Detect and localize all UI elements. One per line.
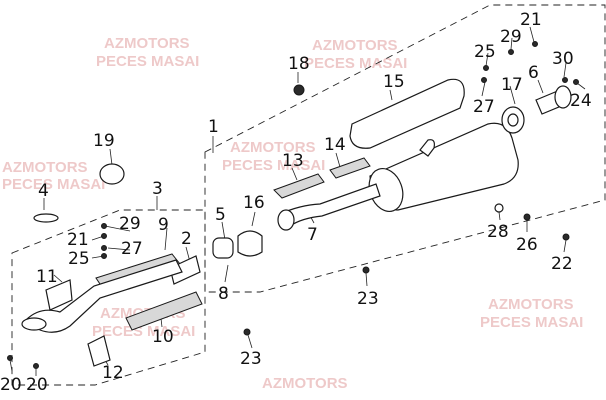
callout-27a: 27 <box>121 239 143 259</box>
callout-14: 14 <box>324 135 346 155</box>
pipe-end-2 <box>169 255 201 285</box>
callout-20a: 20 <box>0 375 22 395</box>
watermark-line2: PECES MASAI <box>222 157 325 174</box>
header-pipe-3 <box>25 259 183 333</box>
nut-27-right <box>481 77 487 83</box>
callout-11: 11 <box>36 267 58 287</box>
assembly-3-outline <box>11 209 206 386</box>
heat-shield-10 <box>125 291 203 331</box>
callout-21a: 21 <box>67 230 89 250</box>
bolt-21-left <box>101 233 107 239</box>
callout-24: 24 <box>570 91 592 111</box>
callout-7: 7 <box>307 225 318 245</box>
nut-27-left <box>101 245 107 251</box>
gasket-17-hole <box>507 113 519 127</box>
callout-15: 15 <box>383 72 405 92</box>
callout-27b: 27 <box>473 97 495 117</box>
bracket-11 <box>45 279 73 311</box>
callout-10: 10 <box>152 327 174 347</box>
bolt-23-upper <box>362 266 370 274</box>
watermark-line1: AZMOTORS <box>2 159 88 176</box>
bolt-20-b <box>33 363 39 369</box>
watermark-line2: PECES MASAI <box>92 323 195 340</box>
watermark-line2: PECES MASAI <box>2 176 105 193</box>
bolt-23-lower <box>243 328 251 336</box>
bolt-30 <box>562 77 568 83</box>
callout-12: 12 <box>102 363 124 383</box>
watermark-line1: AZMOTORS <box>262 375 348 392</box>
callout-30: 30 <box>552 49 574 69</box>
bolt-29-left <box>101 223 107 229</box>
assembly-1-outline <box>204 4 606 293</box>
callout-20b: 20 <box>26 375 48 395</box>
watermark-line1: AZMOTORS <box>104 35 190 52</box>
link-pipe-7 <box>279 183 381 227</box>
callout-labels: 1 2 3 4 5 6 7 8 9 10 11 12 13 14 15 16 1… <box>0 10 592 395</box>
bracket-12 <box>87 335 111 367</box>
callout-26: 26 <box>516 235 538 255</box>
callout-13: 13 <box>282 151 304 171</box>
watermark-line2: PECES MASAI <box>96 53 199 70</box>
callout-9: 9 <box>158 215 169 235</box>
watermark-line2: PECES MASAI <box>480 314 583 331</box>
callout-16: 16 <box>243 193 265 213</box>
callout-25b: 25 <box>474 42 496 62</box>
gasket-5 <box>212 237 234 259</box>
gasket-4 <box>33 213 59 223</box>
fasteners <box>7 41 579 369</box>
callout-19: 19 <box>93 131 115 151</box>
washer-28 <box>494 203 504 213</box>
callout-23a: 23 <box>357 289 379 309</box>
callout-17: 17 <box>501 75 523 95</box>
grommet-18 <box>293 84 305 96</box>
callout-5: 5 <box>215 205 226 225</box>
muffler-bracket <box>419 139 435 157</box>
watermarks: AZMOTORS PECES MASAI AZMOTORS PECES MASA… <box>2 35 583 392</box>
heat-shield-13 <box>273 173 325 199</box>
callout-1: 1 <box>208 117 219 137</box>
watermark-line1: AZMOTORS <box>488 296 574 313</box>
link-pipe-inlet <box>277 209 295 231</box>
washer-25-right <box>483 65 489 71</box>
bolt-20-a <box>7 355 13 361</box>
clamp-16 <box>237 230 263 257</box>
callout-22: 22 <box>551 254 573 274</box>
watermark-line1: AZMOTORS <box>312 37 398 54</box>
callout-29b: 29 <box>500 27 522 47</box>
heat-shield-14 <box>329 157 371 179</box>
callout-8: 8 <box>218 284 229 304</box>
header-flange <box>21 317 47 331</box>
callout-6: 6 <box>528 63 539 83</box>
callout-21b: 21 <box>520 10 542 30</box>
bolt-24 <box>573 79 579 85</box>
bolt-29-right <box>508 49 514 55</box>
bolt-21-right <box>532 41 538 47</box>
washer-25-left <box>101 253 107 259</box>
spark-arrestor-end <box>554 85 572 109</box>
callout-3: 3 <box>152 179 163 199</box>
callout-4: 4 <box>38 181 49 201</box>
watermark-line2: PECES MASAI <box>304 55 407 72</box>
hose-clamp-19 <box>99 163 125 185</box>
callout-18: 18 <box>288 54 310 74</box>
callout-2: 2 <box>181 229 192 249</box>
callout-29a: 29 <box>119 214 141 234</box>
heat-shield-15 <box>349 78 465 149</box>
bolt-22 <box>562 233 570 241</box>
callout-23b: 23 <box>240 349 262 369</box>
callout-28: 28 <box>487 222 509 242</box>
watermark-line1: AZMOTORS <box>230 139 316 156</box>
nut-26 <box>523 213 531 221</box>
callout-25a: 25 <box>68 249 90 269</box>
